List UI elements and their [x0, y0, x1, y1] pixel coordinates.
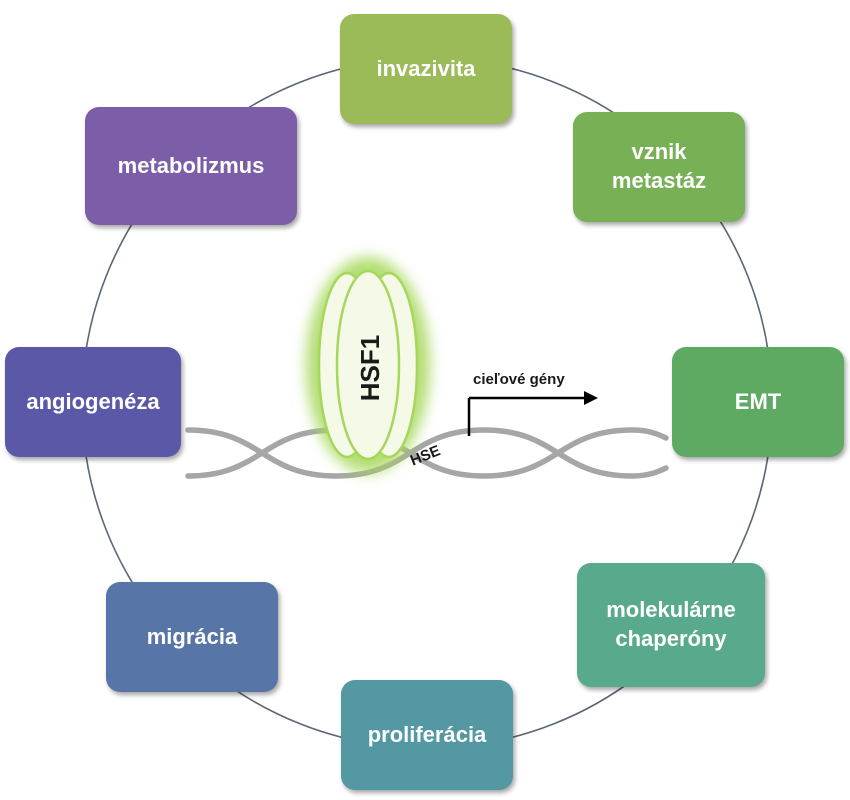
- box-invazivita: invazivita: [340, 14, 512, 124]
- target-genes-label: cieľové gény: [473, 371, 565, 388]
- box-angiogeneza: angiogenéza: [5, 347, 181, 457]
- box-chaperony: molekulárne chaperóny: [577, 563, 765, 687]
- box-proliferacia: proliferácia: [341, 680, 513, 790]
- transcription-arrow: [467, 391, 598, 436]
- hsf1-trimer: HSF1: [306, 257, 430, 473]
- box-metabolizmus: metabolizmus: [85, 107, 297, 225]
- box-emt: EMT: [672, 347, 844, 457]
- dna-strand: [185, 427, 669, 479]
- hsf1-subunit-center: [335, 269, 401, 461]
- hsf1-label: HSF1: [355, 335, 385, 401]
- arrowhead-icon: [584, 391, 598, 405]
- dna-strand: [185, 427, 669, 479]
- box-metastazy: vznik metastáz: [573, 112, 745, 222]
- box-migracia: migrácia: [106, 582, 278, 692]
